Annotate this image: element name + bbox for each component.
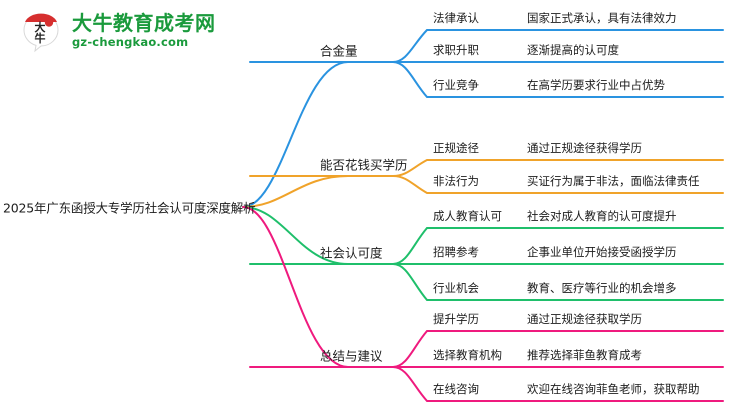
child-detail-0-0[interactable]: 国家正式承认，具有法律效力 — [527, 11, 677, 25]
child-label-0-0[interactable]: 法律承认 — [433, 11, 479, 25]
child-label-2-0[interactable]: 成人教育认可 — [433, 209, 502, 223]
logo-mark-icon: 大 牛 — [18, 8, 64, 54]
child-label-3-2[interactable]: 在线咨询 — [433, 382, 479, 396]
child-label-3-0[interactable]: 提升学历 — [433, 312, 479, 326]
child-detail-2-1[interactable]: 企事业单位开始接受函授学历 — [527, 245, 677, 259]
child-label-0-1[interactable]: 求职升职 — [433, 43, 479, 57]
child-label-0-2[interactable]: 行业竞争 — [433, 78, 479, 92]
svg-text:牛: 牛 — [35, 31, 46, 45]
child-detail-1-1[interactable]: 买证行为属于非法，面临法律责任 — [527, 174, 700, 188]
logo-domain: gz-chengkao.com — [72, 35, 189, 50]
child-label-2-2[interactable]: 行业机会 — [433, 281, 479, 295]
child-detail-1-0[interactable]: 通过正规途径获得学历 — [527, 141, 642, 155]
child-label-2-1[interactable]: 招聘参考 — [433, 245, 479, 259]
root-label[interactable]: 2025年广东函授大专学历社会认可度深度解析 — [3, 200, 256, 216]
child-detail-0-2[interactable]: 在高学历要求行业中占优势 — [527, 78, 665, 92]
branch-label-0[interactable]: 合金量 — [320, 43, 358, 59]
child-detail-3-1[interactable]: 推荐选择菲鱼教育成考 — [527, 348, 642, 362]
svg-text:大: 大 — [35, 20, 46, 34]
child-label-3-1[interactable]: 选择教育机构 — [433, 348, 502, 362]
child-label-1-0[interactable]: 正规途径 — [433, 141, 479, 155]
child-label-1-1[interactable]: 非法行为 — [433, 174, 479, 188]
branch-label-3[interactable]: 总结与建议 — [320, 348, 383, 364]
branch-label-1[interactable]: 能否花钱买学历 — [320, 157, 408, 173]
child-detail-3-0[interactable]: 通过正规途径获取学历 — [527, 312, 642, 326]
child-detail-3-2[interactable]: 欢迎在线咨询菲鱼老师，获取帮助 — [527, 382, 700, 396]
child-detail-0-1[interactable]: 逐渐提高的认可度 — [527, 43, 619, 57]
child-detail-2-2[interactable]: 教育、医疗等行业的机会增多 — [527, 281, 677, 295]
branch-label-2[interactable]: 社会认可度 — [320, 245, 383, 261]
site-logo: 大 牛 大牛教育成考网 gz-chengkao.com — [18, 8, 216, 54]
child-detail-2-0[interactable]: 社会对成人教育的认可度提升 — [527, 209, 677, 223]
logo-brand-name: 大牛教育成考网 — [72, 11, 216, 36]
